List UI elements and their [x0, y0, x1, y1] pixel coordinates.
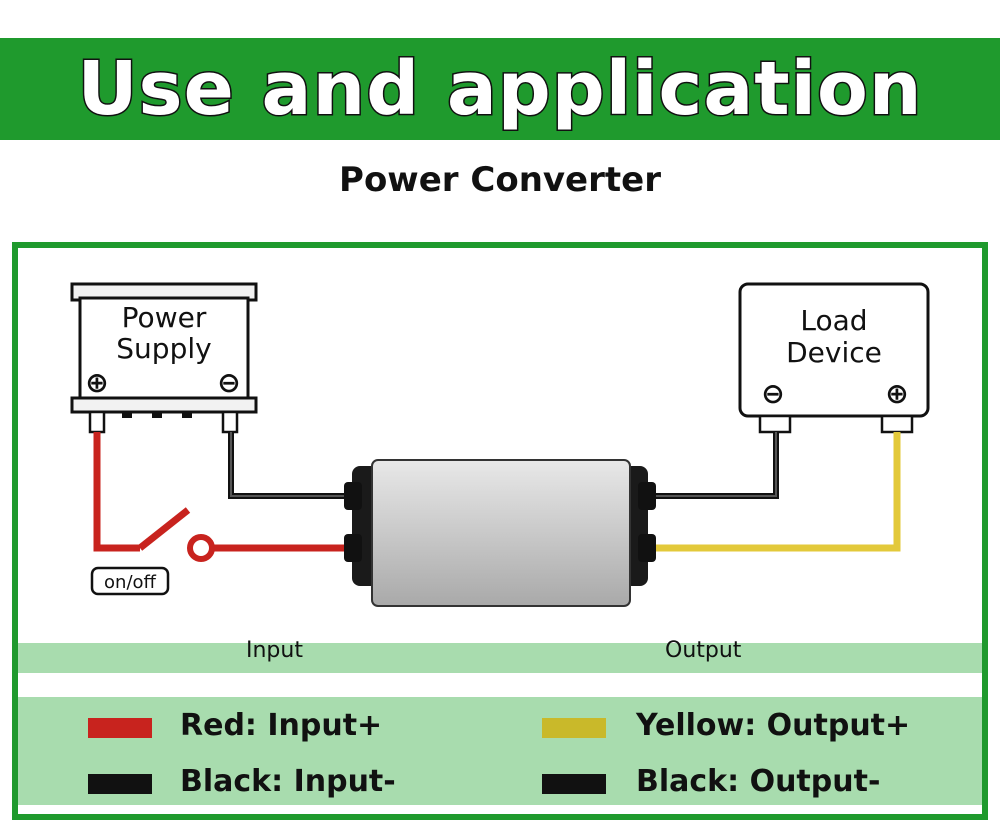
legend-red-input-plus: Red: Input+ — [180, 708, 383, 743]
legend-swatch-black-output — [542, 774, 606, 794]
plus-icon: ⊕ — [885, 377, 908, 410]
page-title: Use and application — [76, 45, 923, 134]
wires — [93, 432, 901, 562]
wire-red-input — [93, 432, 140, 552]
wire-black-output — [640, 432, 779, 499]
switch-label-tag: on/off — [90, 566, 170, 596]
legend-swatch-yellow — [542, 718, 606, 738]
title-banner — [0, 38, 1000, 140]
switch-contact — [187, 534, 215, 562]
wire-yellow-output — [640, 432, 901, 552]
legend-black-output-minus: Black: Output- — [636, 764, 881, 799]
legend-swatch-red — [88, 718, 152, 738]
minus-icon: ⊖ — [217, 366, 240, 399]
output-label: Output — [665, 638, 742, 663]
plus-icon: ⊕ — [85, 366, 108, 399]
load-device: Load Device ⊖ ⊕ — [738, 282, 930, 434]
legend-swatch-black-input — [88, 774, 152, 794]
io-label-band — [18, 643, 982, 673]
wire-black-input — [228, 432, 358, 499]
power-supply-label-line2: Supply — [116, 332, 211, 365]
diagram-subtitle: Power Converter — [339, 160, 661, 200]
minus-icon: ⊖ — [761, 377, 784, 410]
load-device-label-line1: Load — [800, 304, 867, 337]
legend-yellow-output-plus: Yellow: Output+ — [636, 708, 911, 743]
switch-lever — [137, 507, 191, 551]
legend-background — [18, 697, 982, 805]
power-converter-module — [344, 459, 656, 607]
legend-black-input-minus: Black: Input- — [180, 764, 396, 799]
power-supply-label-line1: Power — [122, 301, 207, 334]
power-supply: Power Supply ⊕ ⊖ — [70, 282, 258, 434]
load-device-label-line2: Device — [786, 336, 882, 369]
switch-label: on/off — [104, 572, 156, 593]
input-label: Input — [246, 638, 303, 663]
